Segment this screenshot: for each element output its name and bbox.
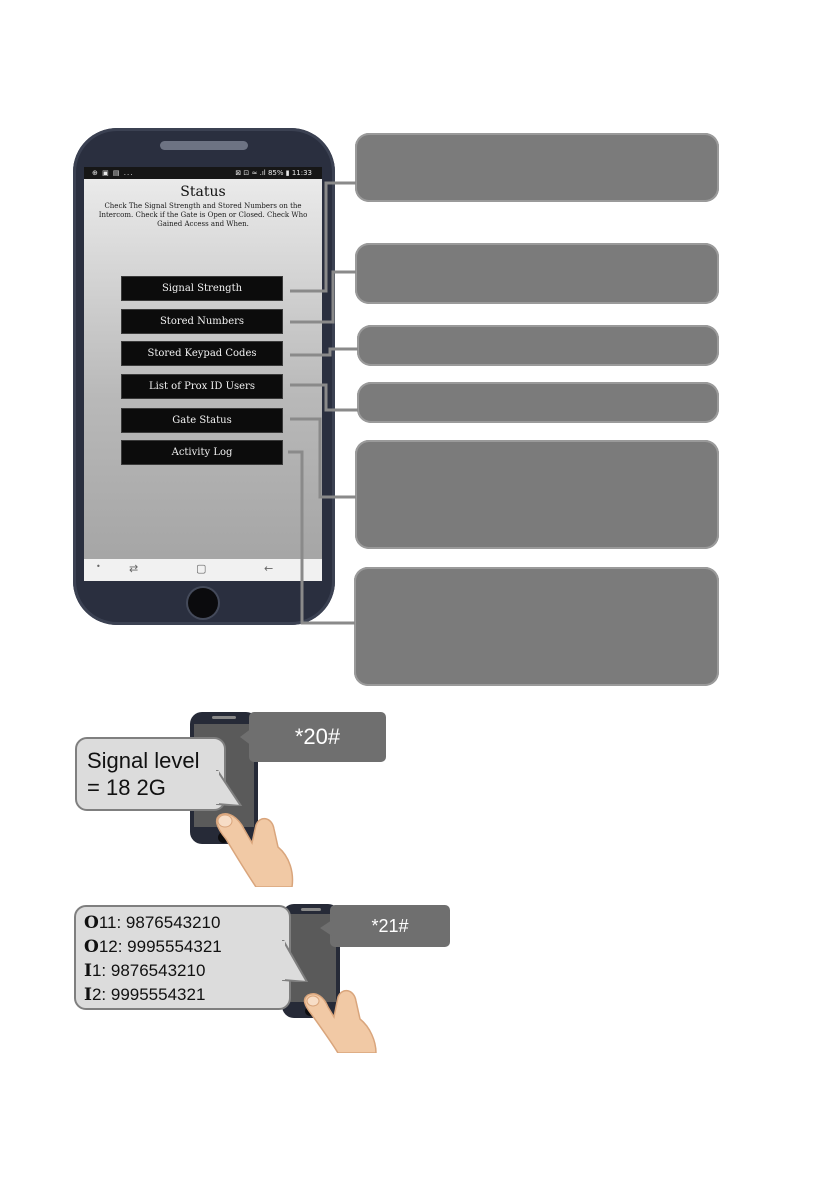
- list-item: O11: 9876543210: [84, 913, 221, 933]
- signal-reply-tail: [215, 770, 243, 806]
- code-bubble-21-tail: [320, 920, 332, 936]
- small-phone-speaker: [212, 716, 236, 719]
- list-item: I1: 9876543210: [84, 961, 206, 981]
- list-item: O12: 9995554321: [84, 937, 222, 957]
- list-item: I2: 9995554321: [84, 985, 206, 1005]
- status-indicators: ⊠ ⊡ ≈ .ıl 85% ▮ 11:33: [235, 169, 312, 177]
- app-screen: ⊕ ▣ ▤ ... ⊠ ⊡ ≈ .ıl 85% ▮ 11:33 Status C…: [84, 167, 322, 581]
- connector-prox-id-users: [290, 383, 358, 412]
- hand-signal: [215, 813, 294, 887]
- notification-icons: ⊕ ▣ ▤ ...: [92, 169, 134, 177]
- signal-reply-bubble: Signal level = 18 2G: [75, 737, 226, 811]
- phone-home-button: [188, 588, 218, 618]
- home-icon[interactable]: ▢: [196, 562, 207, 575]
- connector-signal-strength: [290, 181, 356, 293]
- gate-status-button[interactable]: Gate Status: [122, 409, 282, 432]
- signal-strength-button[interactable]: Signal Strength: [122, 277, 282, 300]
- signal-reply-line-1: Signal level: [87, 748, 200, 773]
- stored-keypad-codes-button[interactable]: Stored Keypad Codes: [122, 342, 282, 365]
- callout-stored-numbers: [355, 243, 719, 304]
- page-title: Status: [180, 184, 226, 200]
- code-bubble-20-tail: [240, 728, 252, 746]
- callout-activity-log: [354, 567, 719, 686]
- small-phone-home-button: [218, 832, 229, 843]
- nav-dot-icon[interactable]: •: [96, 562, 101, 571]
- code-bubble-21: *21#: [330, 905, 450, 947]
- prox-id-users-button[interactable]: List of Prox ID Users: [122, 375, 282, 398]
- android-nav-bar: • ⇄ ▢ ←: [84, 559, 322, 581]
- connector-gate-status: [290, 417, 356, 499]
- stored-numbers-reply-tail: [281, 940, 309, 982]
- callout-keypad-codes: [357, 325, 719, 366]
- phone-speaker: [160, 141, 248, 150]
- signal-reply-line-2: = 18 2G: [87, 775, 166, 800]
- activity-log-button[interactable]: Activity Log: [122, 441, 282, 464]
- callout-prox-id-users: [357, 382, 719, 423]
- callout-signal-strength: [355, 133, 719, 202]
- connector-keypad-codes: [290, 347, 358, 357]
- small-phone-speaker: [301, 908, 321, 911]
- page-description: Check The Signal Strength and Stored Num…: [98, 202, 308, 228]
- connector-stored-numbers: [290, 270, 356, 324]
- stored-numbers-list: O11: 9876543210 O12: 9995554321 I1: 9876…: [84, 911, 222, 1007]
- back-icon[interactable]: ←: [264, 562, 274, 575]
- stored-numbers-button[interactable]: Stored Numbers: [122, 310, 282, 333]
- connector-activity-log: [288, 450, 355, 625]
- status-bar: ⊕ ▣ ▤ ... ⊠ ⊡ ≈ .ıl 85% ▮ 11:33: [84, 167, 322, 179]
- recents-icon[interactable]: ⇄: [129, 562, 139, 575]
- connector-lines: [288, 181, 358, 625]
- callout-gate-status: [355, 440, 719, 549]
- code-bubble-20: *20#: [249, 712, 386, 762]
- stored-numbers-reply-bubble: O11: 9876543210 O12: 9995554321 I1: 9876…: [74, 905, 291, 1010]
- hand-numbers: [303, 989, 377, 1053]
